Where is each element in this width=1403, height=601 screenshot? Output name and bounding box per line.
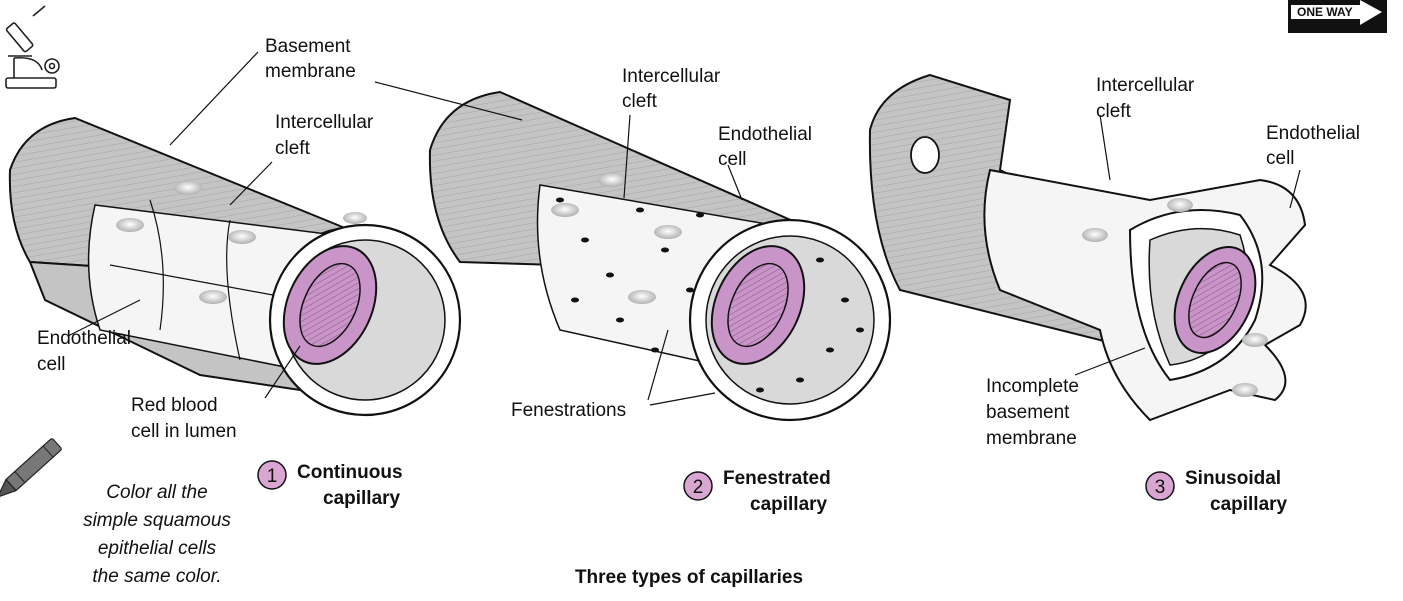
svg-text:basement: basement — [986, 402, 1070, 423]
svg-text:membrane: membrane — [986, 428, 1077, 449]
svg-text:cell in lumen: cell in lumen — [131, 421, 237, 442]
fenestrated-capillary — [430, 92, 890, 420]
svg-text:the same color.: the same color. — [92, 566, 221, 587]
svg-text:Red blood: Red blood — [131, 395, 218, 416]
svg-text:1: 1 — [267, 466, 278, 487]
svg-text:cell: cell — [1266, 148, 1295, 169]
svg-text:cleft: cleft — [275, 138, 311, 159]
caption-sinusoidal-capillary: 3 Sinusoidal capillary — [1146, 468, 1288, 515]
svg-text:Continuous: Continuous — [297, 462, 403, 483]
caption-continuous-capillary: 1 Continuous capillary — [258, 461, 403, 509]
svg-text:Basement: Basement — [265, 36, 351, 57]
label-c2-intercellular-cleft: Intercellular cleft — [622, 66, 721, 112]
svg-text:epithelial cells: epithelial cells — [98, 538, 217, 559]
label-c3-endothelial-cell: Endothelial cell — [1266, 123, 1360, 169]
figure-title: Three types of capillaries — [575, 567, 803, 588]
crayon-icon — [0, 438, 62, 503]
label-c1-red-blood-cell: Red blood cell in lumen — [131, 395, 237, 442]
svg-text:membrane: membrane — [265, 61, 356, 82]
sinusoidal-capillary — [870, 75, 1306, 420]
microscope-icon — [6, 6, 59, 88]
svg-text:Endothelial: Endothelial — [37, 328, 131, 349]
svg-text:2: 2 — [693, 477, 704, 498]
svg-text:Fenestrated: Fenestrated — [723, 468, 831, 489]
svg-text:simple squamous: simple squamous — [83, 510, 231, 531]
svg-text:Sinusoidal: Sinusoidal — [1185, 468, 1281, 489]
label-basement-membrane: Basement membrane — [265, 36, 356, 82]
svg-text:Intercellular: Intercellular — [275, 112, 374, 133]
svg-text:Incomplete: Incomplete — [986, 376, 1079, 397]
svg-text:capillary: capillary — [750, 494, 828, 515]
svg-text:3: 3 — [1155, 477, 1166, 498]
svg-text:cleft: cleft — [622, 91, 658, 112]
svg-text:Endothelial: Endothelial — [718, 124, 812, 145]
label-c3-incomplete-basement-membrane: Incomplete basement membrane — [986, 376, 1079, 449]
one-way-sign-icon: ONE WAY — [1288, 0, 1387, 33]
continuous-capillary — [10, 118, 460, 415]
svg-text:Intercellular: Intercellular — [1096, 75, 1195, 96]
svg-text:capillary: capillary — [1210, 494, 1288, 515]
label-c1-intercellular-cleft: Intercellular cleft — [275, 112, 374, 159]
label-c1-endothelial-cell: Endothelial cell — [37, 328, 131, 375]
svg-text:Endothelial: Endothelial — [1266, 123, 1360, 144]
label-c2-fenestrations: Fenestrations — [511, 400, 626, 421]
one-way-sign-text: ONE WAY — [1297, 5, 1353, 19]
svg-text:cleft: cleft — [1096, 101, 1132, 122]
svg-text:Color all the: Color all the — [106, 482, 207, 503]
svg-text:capillary: capillary — [323, 488, 401, 509]
svg-text:cell: cell — [37, 354, 66, 375]
svg-text:Intercellular: Intercellular — [622, 66, 721, 87]
svg-text:cell: cell — [718, 149, 747, 170]
label-c2-endothelial-cell: Endothelial cell — [718, 124, 812, 170]
coloring-instruction: Color all the simple squamous epithelial… — [83, 482, 231, 587]
caption-fenestrated-capillary: 2 Fenestrated capillary — [684, 468, 831, 515]
label-c3-intercellular-cleft: Intercellular cleft — [1096, 75, 1195, 122]
